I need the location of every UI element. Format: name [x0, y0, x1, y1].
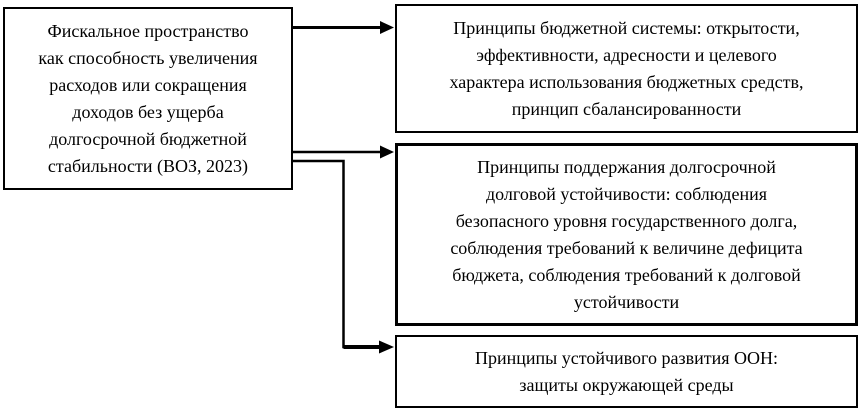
arrow-source-to-debt-sustainability: [293, 145, 394, 159]
fiscal-space-definition-box: Фискальное пространство как способность …: [3, 7, 293, 190]
budget-system-principles-box: Принципы бюджетной системы: открытости, …: [395, 4, 858, 133]
box-text-line: бюджета, соблюдения требований к долгово…: [452, 264, 801, 285]
box-text-line: Фискальное пространство: [47, 20, 249, 41]
box-text-line: Принципы бюджетной системы: открытости,: [453, 17, 800, 38]
un-sdg-principles-box: Принципы устойчивого развития ООН: защит…: [395, 335, 858, 408]
arrow-source-to-budget-system: [293, 21, 394, 34]
box-text-line: характера использования бюджетных средст…: [449, 71, 804, 92]
box-text-line: Принципы поддержания долгосрочной: [477, 156, 776, 177]
debt-sustainability-principles-box: Принципы поддержания долгосрочной долгов…: [395, 143, 858, 326]
box-text-line: безопасного уровня государственного долг…: [455, 210, 798, 231]
box-text-line: эффективности, адресности и целевого: [476, 44, 777, 65]
box-text-line: расходов или сокращения: [49, 74, 247, 95]
box-text-line: принцип сбалансированности: [511, 98, 742, 119]
box-text-line: долговой устойчивости: соблюдения: [485, 183, 767, 204]
box-text-line: долгосрочной бюджетной: [49, 128, 247, 149]
arrow-source-to-un-sdg: [293, 159, 394, 354]
box-text-line: устойчивости: [573, 291, 680, 312]
box-text-line: защиты окружающей среды: [519, 374, 734, 395]
box-text-line: стабильности (ВОЗ, 2023): [47, 155, 249, 176]
box-text-line: Принципы устойчивого развития ООН:: [474, 347, 778, 368]
box-text-line: доходов без ущерба: [72, 101, 224, 122]
box-text-line: соблюдения требований к величине дефицит…: [450, 237, 803, 258]
box-text-line: как способность увеличения: [38, 47, 258, 68]
